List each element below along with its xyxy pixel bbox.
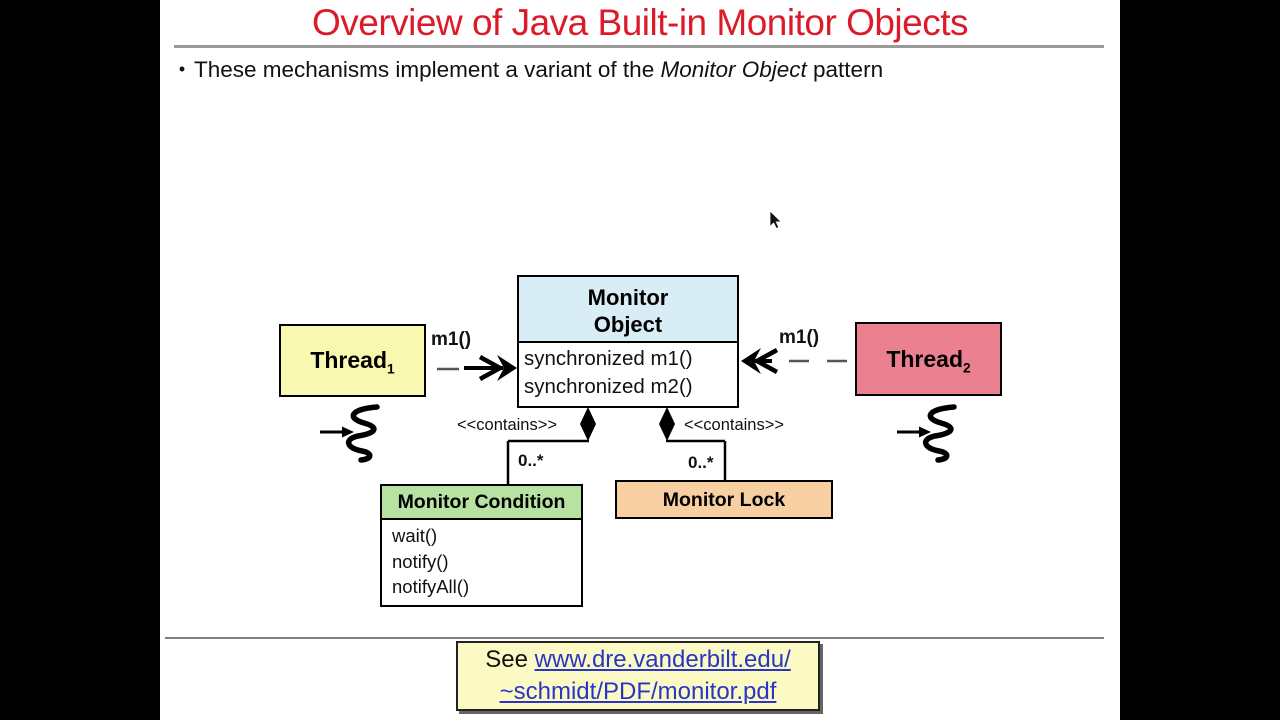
footer-link-line2[interactable]: ~schmidt/PDF/monitor.pdf: [499, 678, 777, 705]
monitor-condition-class: Monitor Condition wait() notify() notify…: [380, 484, 583, 607]
multiplicity-left: 0..*: [518, 451, 544, 470]
monitor-lock-class: Monitor Lock: [615, 480, 833, 519]
monitor-condition-name: Monitor Condition: [382, 486, 581, 520]
bullet-marker: •: [178, 59, 186, 79]
monitor-object-methods: synchronized m1() synchronized m2(): [519, 343, 737, 401]
monitor-object-class: Monitor Object synchronized m1() synchro…: [517, 275, 739, 408]
contains-stereotype-left: <<contains>>: [457, 416, 557, 434]
call-label-right: m1(): [779, 327, 820, 348]
bullet-text-italic: Monitor Object: [660, 57, 807, 82]
slide: Overview of Java Built-in Monitor Object…: [160, 0, 1120, 720]
thread2-box: Thread2: [855, 322, 1002, 396]
method-synchronized-m2: synchronized m2(): [524, 375, 693, 398]
thread2-label: Thread: [886, 346, 963, 372]
thread1-box: Thread1: [279, 324, 426, 397]
page-title: Overview of Java Built-in Monitor Object…: [311, 2, 969, 43]
footer-divider: [165, 637, 1104, 639]
method-wait: wait(): [392, 525, 438, 546]
monitor-object-name-line1: Monitor: [587, 285, 669, 310]
thread1-subscript: 1: [387, 361, 395, 377]
monitor-condition-methods: wait() notify() notifyAll(): [382, 520, 581, 605]
contains-stereotype-right: <<contains>>: [684, 416, 784, 434]
footer-link-line1[interactable]: www.dre.vanderbilt.edu/: [534, 646, 791, 673]
footer-see-label: See: [485, 646, 535, 673]
monitor-object-name-line2: Object: [593, 312, 663, 337]
monitor-object-name: Monitor Object: [519, 277, 737, 343]
method-notifyall: notifyAll(): [392, 576, 470, 597]
bullet-line: • These mechanisms implement a variant of…: [170, 57, 1100, 83]
title-underline: [174, 45, 1104, 48]
method-synchronized-m1: synchronized m1(): [524, 347, 693, 370]
footer-line2: ~schmidt/PDF/monitor.pdf: [458, 676, 818, 708]
thread1-label: Thread: [310, 347, 387, 373]
footer-line1: See www.dre.vanderbilt.edu/: [458, 644, 818, 676]
thread2-subscript: 2: [963, 360, 971, 376]
bullet-text-post: pattern: [806, 57, 884, 82]
multiplicity-right: 0..*: [688, 453, 714, 472]
bullet-text-pre: These mechanisms implement a variant of …: [194, 57, 661, 82]
method-notify: notify(): [392, 550, 449, 572]
call-label-left: m1(): [431, 329, 472, 350]
footer-reference-box: See www.dre.vanderbilt.edu/ ~schmidt/PDF…: [456, 641, 820, 711]
